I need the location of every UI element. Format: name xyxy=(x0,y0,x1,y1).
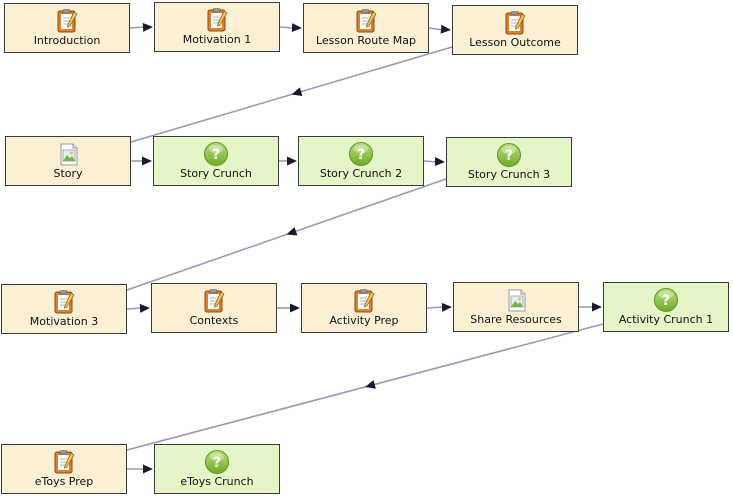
activity-lesson-route-map[interactable]: Lesson Route Map xyxy=(303,3,429,53)
question-icon: ? xyxy=(496,142,522,168)
transition-line xyxy=(426,306,445,309)
activity-label: Contexts xyxy=(189,314,239,327)
transition-line xyxy=(126,307,143,310)
document-edit-icon xyxy=(351,288,377,314)
transition-arrow xyxy=(291,23,302,33)
activity-label: Share Resources xyxy=(470,313,562,326)
transition-line xyxy=(423,160,438,163)
image-document-icon xyxy=(55,141,81,167)
activity-label: Story Crunch xyxy=(180,167,252,180)
activity-contexts[interactable]: Contexts xyxy=(151,283,277,333)
activity-motivation-3[interactable]: Motivation 3 xyxy=(1,284,127,334)
activity-label: Introduction xyxy=(33,34,101,47)
activity-story-crunch-2[interactable]: ? Story Crunch 2 xyxy=(298,136,424,186)
transition-arrow xyxy=(592,302,602,312)
activity-activity-prep[interactable]: Activity Prep xyxy=(301,283,427,333)
activity-label: Activity Crunch 1 xyxy=(618,313,714,326)
activity-etoys-crunch[interactable]: ? eToys Crunch xyxy=(154,444,280,494)
activity-label: eToys Crunch xyxy=(180,475,254,488)
transition-arrow xyxy=(142,22,153,32)
svg-text:?: ? xyxy=(357,147,365,163)
activity-label: eToys Prep xyxy=(34,475,94,488)
question-icon: ? xyxy=(204,449,230,475)
transition-arrow xyxy=(143,464,153,474)
activity-label: Lesson Outcome xyxy=(469,36,561,49)
transition-arrow xyxy=(287,156,297,166)
activity-story-crunch[interactable]: ? Story Crunch xyxy=(153,136,279,186)
activity-story[interactable]: Story xyxy=(5,136,131,186)
document-edit-icon xyxy=(353,8,379,34)
question-icon: ? xyxy=(348,141,374,167)
svg-text:?: ? xyxy=(213,455,221,471)
row-transition-arrow xyxy=(286,226,298,236)
question-icon: ? xyxy=(653,287,679,313)
transition-arrow xyxy=(434,157,445,167)
row-transition-arrow xyxy=(365,380,376,389)
document-edit-icon xyxy=(51,449,77,475)
activity-label: Story Crunch 2 xyxy=(319,167,403,180)
transition-arrow xyxy=(290,303,300,313)
transition-arrow xyxy=(440,24,451,34)
transition-line xyxy=(279,26,295,29)
document-edit-icon xyxy=(51,289,77,315)
activity-label: Motivation 3 xyxy=(29,315,99,328)
activity-label: Activity Prep xyxy=(329,314,399,327)
activity-label: Story xyxy=(53,167,83,180)
document-edit-icon xyxy=(201,288,227,314)
document-edit-icon xyxy=(502,10,528,36)
transition-arrow xyxy=(441,302,452,312)
activity-activity-crunch-1[interactable]: ? Activity Crunch 1 xyxy=(603,282,729,332)
svg-text:?: ? xyxy=(505,148,513,164)
activity-share-resources[interactable]: Share Resources xyxy=(453,282,579,332)
activity-story-crunch-3[interactable]: ? Story Crunch 3 xyxy=(446,137,572,187)
activity-label: Story Crunch 3 xyxy=(467,168,551,181)
row-transition-arrow xyxy=(291,87,303,96)
activity-introduction[interactable]: Introduction xyxy=(4,3,130,53)
activity-label: Motivation 1 xyxy=(182,33,252,46)
transition-arrow xyxy=(142,156,152,166)
document-edit-icon xyxy=(204,7,230,33)
question-icon: ? xyxy=(203,141,229,167)
document-edit-icon xyxy=(54,8,80,34)
transition-line xyxy=(129,26,146,29)
activity-label: Lesson Route Map xyxy=(315,34,416,47)
svg-text:?: ? xyxy=(212,147,220,163)
svg-text:?: ? xyxy=(662,293,670,309)
transition-line xyxy=(428,27,444,31)
activity-motivation-1[interactable]: Motivation 1 xyxy=(154,2,280,52)
image-document-icon xyxy=(503,287,529,313)
activity-lesson-outcome[interactable]: Lesson Outcome xyxy=(452,5,578,55)
transition-arrow xyxy=(139,303,150,313)
activity-etoys-prep[interactable]: eToys Prep xyxy=(1,444,127,494)
